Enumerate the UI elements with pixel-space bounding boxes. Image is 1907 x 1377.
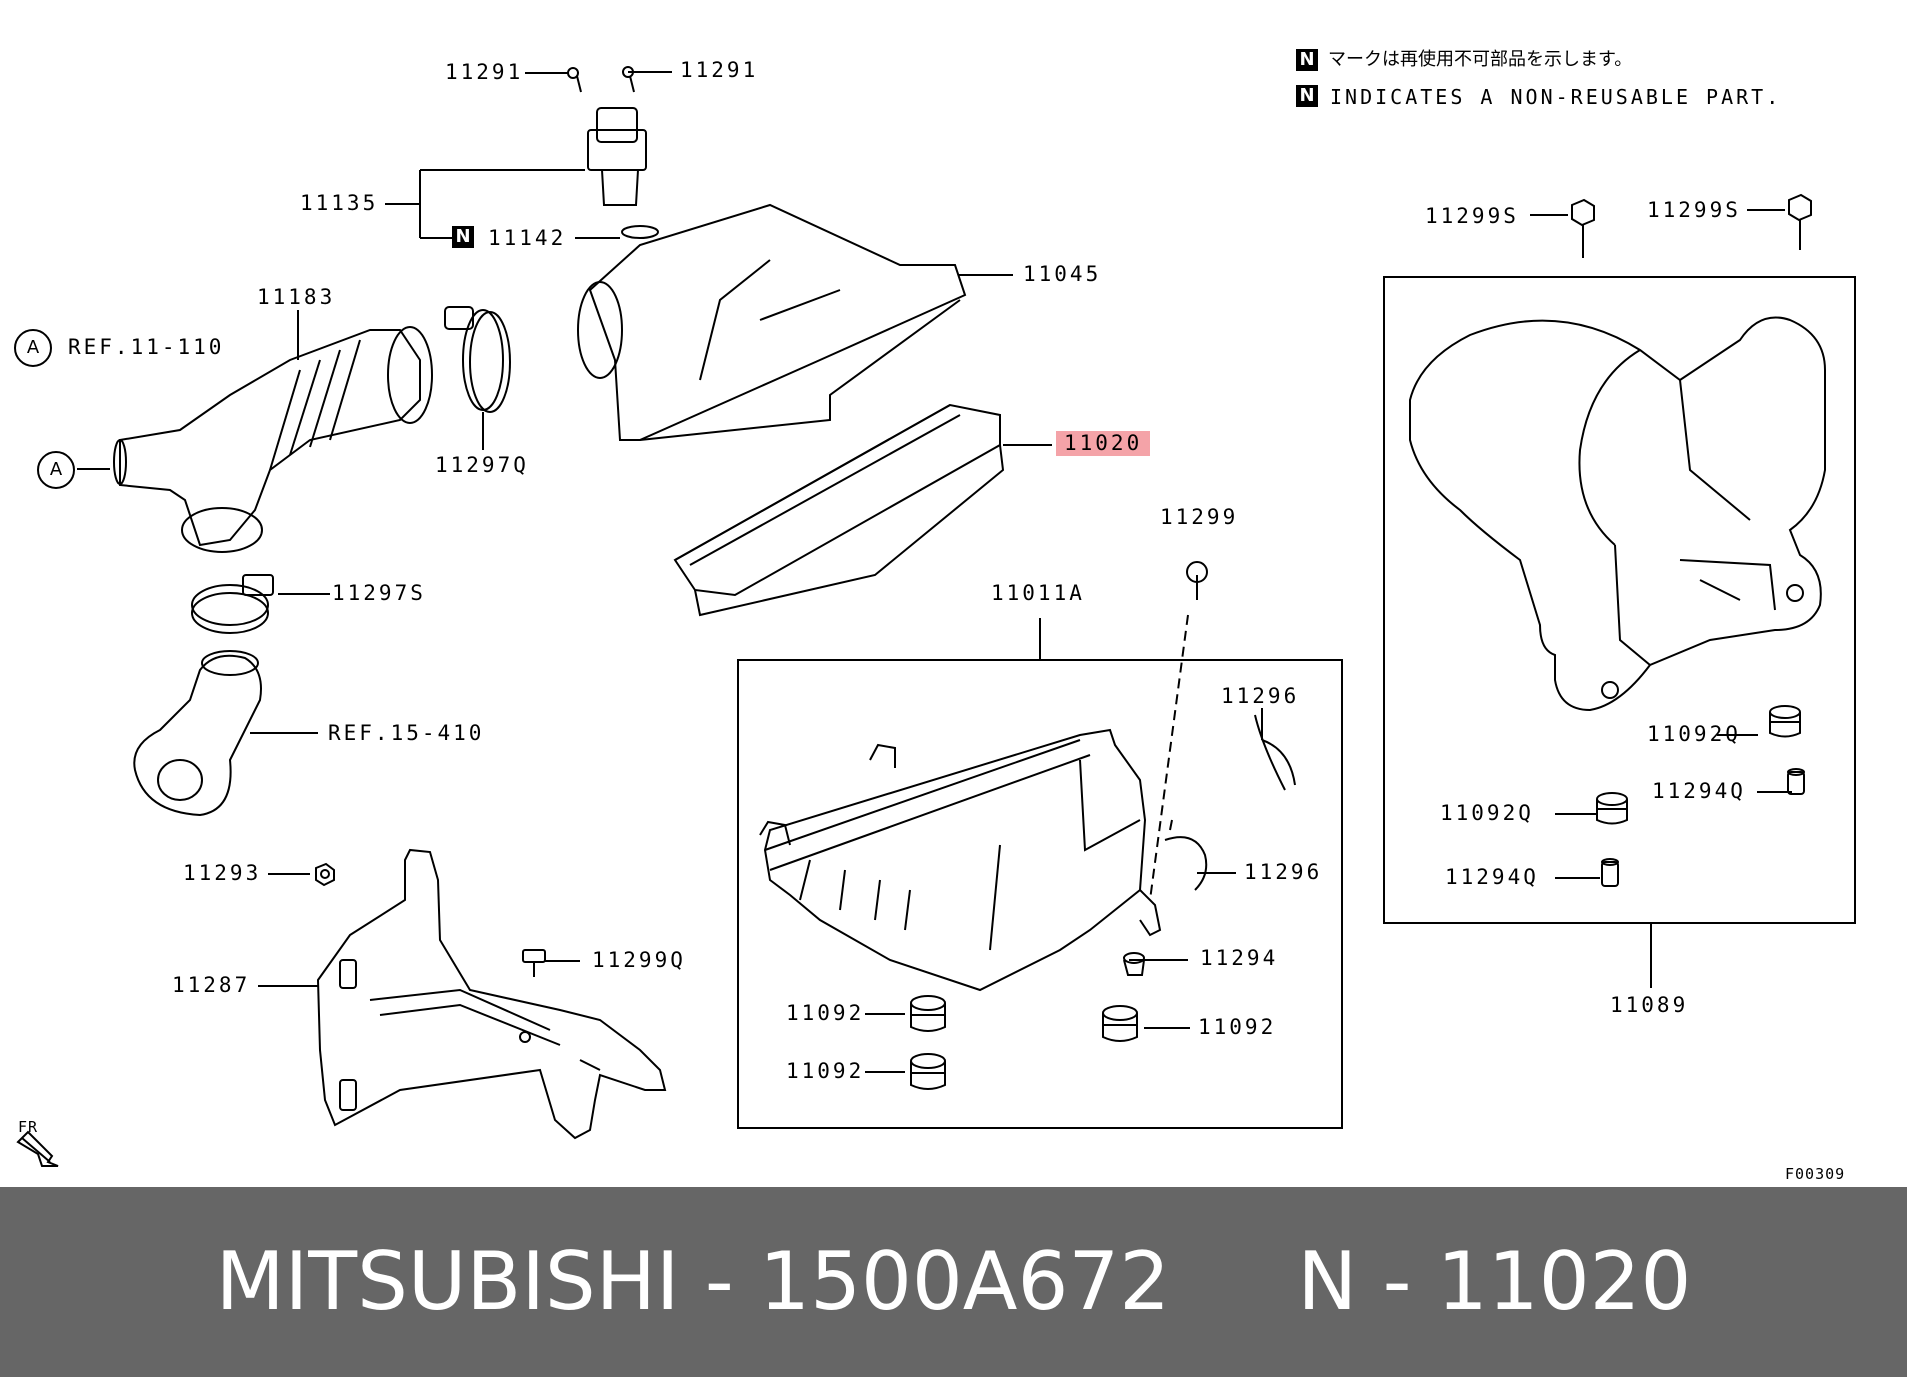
- marker-a-ref: A: [14, 329, 52, 367]
- bracket-11287: [316, 848, 667, 1140]
- callout-11092q-right: 11092Q: [1647, 722, 1741, 746]
- callout-ref-11-110: REF.11-110: [68, 335, 225, 359]
- callout-11293: 11293: [183, 861, 262, 885]
- callout-11183: 11183: [257, 285, 336, 309]
- bolt-11291-left: [567, 67, 582, 93]
- non-reusable-badge: N: [1296, 49, 1318, 71]
- figure-code: F00309: [1785, 1165, 1846, 1183]
- parts-diagram: N マークは再使用不可部品を示します。 N INDICATES A NON-RE…: [14, 49, 1856, 1183]
- callout-11294q-right: 11294Q: [1652, 779, 1746, 803]
- callout-11299q: 11299Q: [592, 948, 686, 972]
- elbow-ref-15-410: [133, 650, 262, 817]
- air-cleaner-cover: [577, 203, 967, 441]
- non-reusable-badge-en: N: [1296, 85, 1318, 107]
- bolt-11299q: [522, 949, 546, 977]
- air-cleaner-case: [759, 728, 1162, 992]
- mount-11092-c: [1102, 1005, 1138, 1042]
- callout-11020-highlighted: 11020: [1056, 431, 1151, 456]
- callout-11092-b: 11092: [786, 1059, 865, 1083]
- callout-11135: 11135: [300, 191, 379, 215]
- callout-11291-right: 11291: [680, 58, 759, 82]
- clip-11296-top: [1254, 714, 1296, 791]
- mount-11092-a: [910, 995, 946, 1032]
- frame-air-cleaner-case: [737, 659, 1343, 1129]
- bolt-11299: [1186, 561, 1208, 600]
- callout-11092-a: 11092: [786, 1001, 865, 1025]
- leader-lines: [77, 71, 1792, 1073]
- footer-bar: MITSUBISHI - 1500A672 N - 11020: [0, 1187, 1907, 1377]
- callout-11299s-left: 11299S: [1425, 204, 1519, 228]
- footer-part-number: MITSUBISHI - 1500A672 N - 11020: [215, 1235, 1692, 1328]
- air-filter-element: [673, 403, 1005, 617]
- callout-11142: 11142: [488, 226, 567, 250]
- bolt-11291-right: [622, 66, 635, 93]
- callout-11089: 11089: [1610, 993, 1689, 1017]
- grommet-11294: [1123, 952, 1145, 976]
- nut-11293: [315, 862, 335, 887]
- legend-jp-text: マークは再使用不可部品を示します。: [1328, 49, 1633, 70]
- clamp-11297s: [191, 574, 274, 634]
- air-duct: [1409, 316, 1826, 712]
- callout-11294: 11294: [1200, 946, 1279, 970]
- frame-duct: [1383, 276, 1856, 924]
- callout-ref-15-410: REF.15-410: [328, 721, 485, 745]
- callout-11297q: 11297Q: [435, 453, 529, 477]
- clip-11296-mid: [1164, 819, 1208, 891]
- air-flow-sensor: [587, 107, 659, 239]
- bolt-11299s-right: [1788, 193, 1812, 250]
- marker-a-hose: A: [37, 451, 75, 489]
- diagram-drawing: [16, 66, 1856, 1167]
- callout-11045: 11045: [1023, 262, 1102, 286]
- callout-11092-c: 11092: [1198, 1015, 1277, 1039]
- callout-11299: 11299: [1160, 505, 1239, 529]
- callout-11291-left: 11291: [445, 60, 524, 84]
- callout-11294q-left: 11294Q: [1445, 865, 1539, 889]
- grommet-11294q-right: [1787, 768, 1805, 795]
- grommet-11294q-left: [1601, 858, 1619, 887]
- mount-11092-b: [910, 1053, 946, 1090]
- clamp-11297q: [444, 306, 511, 413]
- callout-11092q-left: 11092Q: [1440, 801, 1534, 825]
- mount-11092q-left: [1596, 792, 1628, 825]
- legend-en-text: INDICATES A NON-REUSABLE PART.: [1330, 85, 1782, 109]
- callout-11011a: 11011A: [991, 581, 1085, 605]
- fr-label: FR: [18, 1118, 39, 1136]
- mount-11092q-right: [1769, 705, 1801, 738]
- bolt-11299s-left: [1571, 198, 1595, 258]
- callout-11142-badge: N: [452, 226, 474, 248]
- fr-arrow-icon: [16, 1130, 59, 1167]
- intake-hose: [113, 326, 433, 553]
- callout-11287: 11287: [172, 973, 251, 997]
- callout-11296-mid: 11296: [1244, 860, 1323, 884]
- callout-11299s-right: 11299S: [1647, 198, 1741, 222]
- callout-11296-top: 11296: [1221, 684, 1300, 708]
- callout-11297s: 11297S: [332, 581, 426, 605]
